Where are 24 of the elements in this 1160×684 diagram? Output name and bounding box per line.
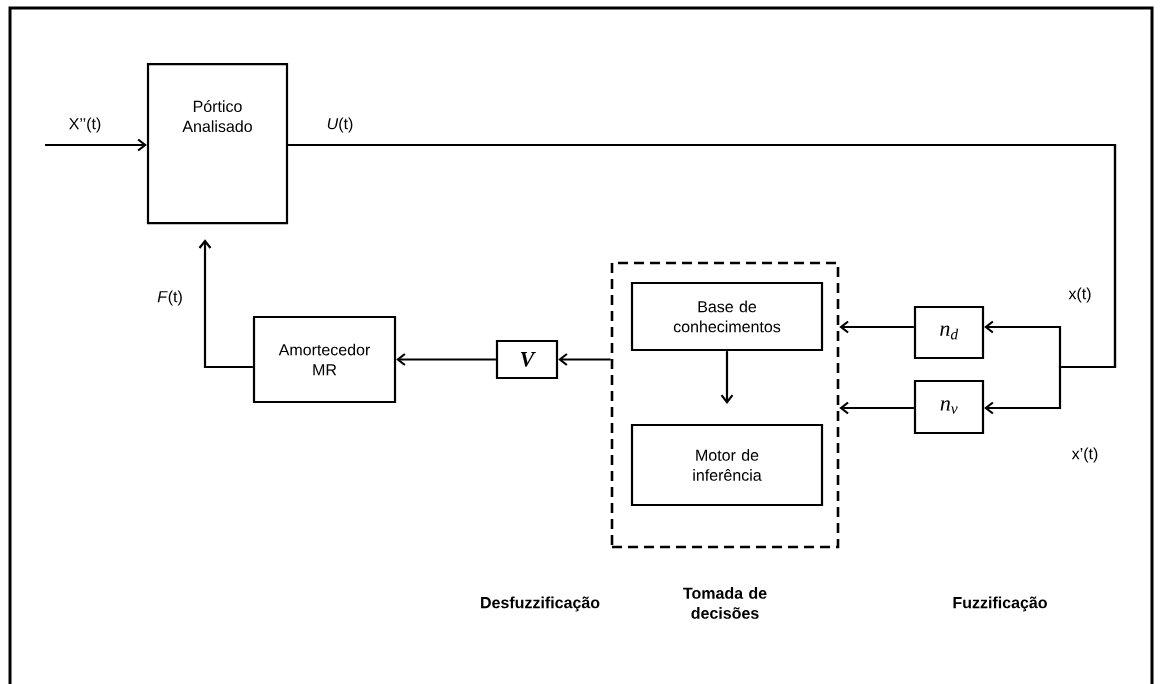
arrow	[839, 320, 914, 334]
arrow	[839, 401, 914, 415]
process-box: Base de conhecimentos	[630, 281, 824, 352]
process-box: Motor de inferência	[630, 423, 824, 507]
gain-box: n$_{v}$	[913, 379, 985, 435]
gain-box: V	[495, 339, 559, 380]
signal-label: U(t)	[327, 117, 353, 133]
edge-label: X’’(t)	[67, 116, 103, 134]
process-box: Pórtico Analisado	[146, 63, 289, 225]
arrow	[198, 239, 253, 369]
process-box: Amortecedor MR	[252, 315, 397, 404]
arrow	[558, 353, 611, 366]
dashed-group-box	[610, 261, 840, 549]
edge-label: F(t)	[156, 289, 184, 307]
arrow	[45, 138, 147, 152]
stage-label: Desfuzzificação	[481, 596, 600, 612]
edge-label: x(t)	[1067, 286, 1093, 304]
edge-label: x’(t)	[1070, 446, 1100, 464]
stage-label: Tomada de decisões	[683, 587, 767, 619]
arrow	[396, 353, 496, 366]
arrow	[288, 143, 1117, 415]
stage-label: Fuzzificação	[953, 596, 1047, 612]
gain-box: n$_{d}$	[913, 305, 985, 360]
arrow	[720, 351, 734, 404]
